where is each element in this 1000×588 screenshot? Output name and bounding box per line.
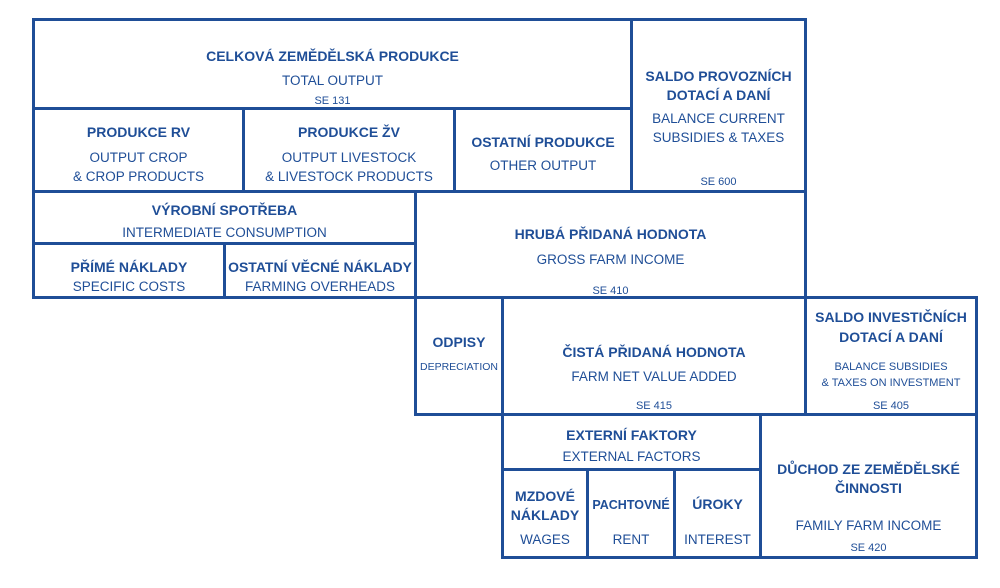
external-factors-box: EXTERNÍ FAKTORY EXTERNAL FACTORS [501, 413, 762, 471]
output-livestock-title: PRODUKCE ŽV [298, 124, 400, 140]
gross-farm-income-code: SE 410 [592, 285, 629, 297]
interest-title: ÚROKY [692, 496, 743, 512]
gross-farm-income-title: HRUBÁ PŘIDANÁ HODNOTA [514, 226, 707, 242]
family-farm-income-box: DŮCHOD ZE ZEMĚDĚLSKÉ ČINNOSTI FAMILY FAR… [759, 413, 978, 559]
rent-subtitle: RENT [612, 532, 650, 547]
specific-costs-subtitle: SPECIFIC COSTS [72, 279, 186, 294]
gross-farm-income-box: HRUBÁ PŘIDANÁ HODNOTA GROSS FARM INCOME … [414, 190, 807, 299]
family-farm-income-code: SE 420 [850, 542, 887, 554]
balance-current-line-1: BALANCE CURRENT [652, 111, 785, 126]
balance-investment-title-2: DOTACÍ A DANÍ [839, 329, 943, 345]
balance-investment-line-1: BALANCE SUBSIDIES [834, 361, 948, 373]
rent-title: PACHTOVNÉ [592, 498, 670, 512]
interest-subtitle: INTEREST [684, 532, 751, 547]
intermediate-consumption-box: VÝROBNÍ SPOTŘEBA INTERMEDIATE CONSUMPTIO… [32, 190, 417, 245]
farming-overheads-subtitle: FARMING OVERHEADS [244, 279, 396, 294]
balance-current-title-2: DOTACÍ A DANÍ [666, 87, 771, 103]
intermediate-consumption-title: VÝROBNÍ SPOTŘEBA [151, 202, 298, 218]
balance-current-line-2: SUBSIDIES & TAXES [652, 130, 785, 145]
farming-overheads-title: OSTATNÍ VĚCNÉ NÁKLADY [228, 259, 412, 275]
output-crop-line-1: OUTPUT CROP [89, 150, 188, 165]
output-livestock-box: PRODUKCE ŽV OUTPUT LIVESTOCK & LIVESTOCK… [242, 107, 456, 193]
balance-current-box: SALDO PROVOZNÍCH DOTACÍ A DANÍ BALANCE C… [630, 18, 807, 193]
output-crop-title: PRODUKCE RV [86, 124, 191, 140]
farm-net-value-added-subtitle: FARM NET VALUE ADDED [571, 369, 737, 384]
balance-current-title-1: SALDO PROVOZNÍCH [645, 68, 792, 84]
balance-investment-code: SE 405 [872, 400, 910, 412]
wages-title-1: MZDOVÉ [515, 488, 575, 504]
total-output-code: SE 131 [314, 95, 351, 107]
wages-title-2: NÁKLADY [510, 507, 580, 523]
total-output-box: CELKOVÁ ZEMĚDĚLSKÁ PRODUKCE TOTAL OUTPUT… [32, 18, 633, 110]
other-output-title: OSTATNÍ PRODUKCE [471, 134, 615, 150]
farming-overheads-box: OSTATNÍ VĚCNÉ NÁKLADY FARMING OVERHEADS [223, 242, 417, 299]
other-output-subtitle: OTHER OUTPUT [489, 158, 597, 173]
family-farm-income-title-1: DŮCHOD ZE ZEMĚDĚLSKÉ [777, 461, 960, 477]
intermediate-consumption-subtitle: INTERMEDIATE CONSUMPTION [122, 225, 327, 240]
gross-farm-income-subtitle: GROSS FARM INCOME [536, 252, 685, 267]
output-livestock-line-2: & LIVESTOCK PRODUCTS [265, 169, 433, 184]
depreciation-box: ODPISY DEPRECIATION [414, 296, 504, 416]
balance-investment-title-1: SALDO INVESTIČNÍCH [815, 309, 967, 325]
depreciation-subtitle: DEPRECIATION [420, 361, 498, 373]
external-factors-subtitle: EXTERNAL FACTORS [562, 449, 701, 464]
specific-costs-box: PŘÍMÉ NÁKLADY SPECIFIC COSTS [32, 242, 226, 299]
specific-costs-title: PŘÍMÉ NÁKLADY [70, 259, 188, 275]
rent-box: PACHTOVNÉ RENT [586, 468, 676, 559]
interest-box: ÚROKY INTEREST [673, 468, 762, 559]
output-livestock-line-1: OUTPUT LIVESTOCK [281, 150, 417, 165]
depreciation-title: ODPISY [432, 334, 486, 350]
external-factors-title: EXTERNÍ FAKTORY [566, 427, 697, 443]
farm-net-value-added-code: SE 415 [635, 400, 673, 412]
balance-investment-box: SALDO INVESTIČNÍCH DOTACÍ A DANÍ BALANCE… [804, 296, 978, 416]
output-crop-line-2: & CROP PRODUCTS [72, 169, 205, 184]
other-output-box: OSTATNÍ PRODUKCE OTHER OUTPUT [453, 107, 633, 193]
total-output-subtitle: TOTAL OUTPUT [281, 73, 383, 88]
family-farm-income-title-2: ČINNOSTI [835, 480, 902, 496]
wages-subtitle: WAGES [520, 532, 570, 547]
balance-investment-line-2: & TAXES ON INVESTMENT [821, 377, 961, 389]
balance-current-code: SE 600 [700, 176, 737, 188]
wages-box: MZDOVÉ NÁKLADY WAGES [501, 468, 589, 559]
farm-net-value-added-box: ČISTÁ PŘIDANÁ HODNOTA FARM NET VALUE ADD… [501, 296, 807, 416]
family-farm-income-subtitle: FAMILY FARM INCOME [795, 518, 942, 533]
total-output-title: CELKOVÁ ZEMĚDĚLSKÁ PRODUKCE [206, 48, 459, 64]
farm-net-value-added-title: ČISTÁ PŘIDANÁ HODNOTA [562, 344, 746, 360]
output-crop-box: PRODUKCE RV OUTPUT CROP & CROP PRODUCTS [32, 107, 245, 193]
